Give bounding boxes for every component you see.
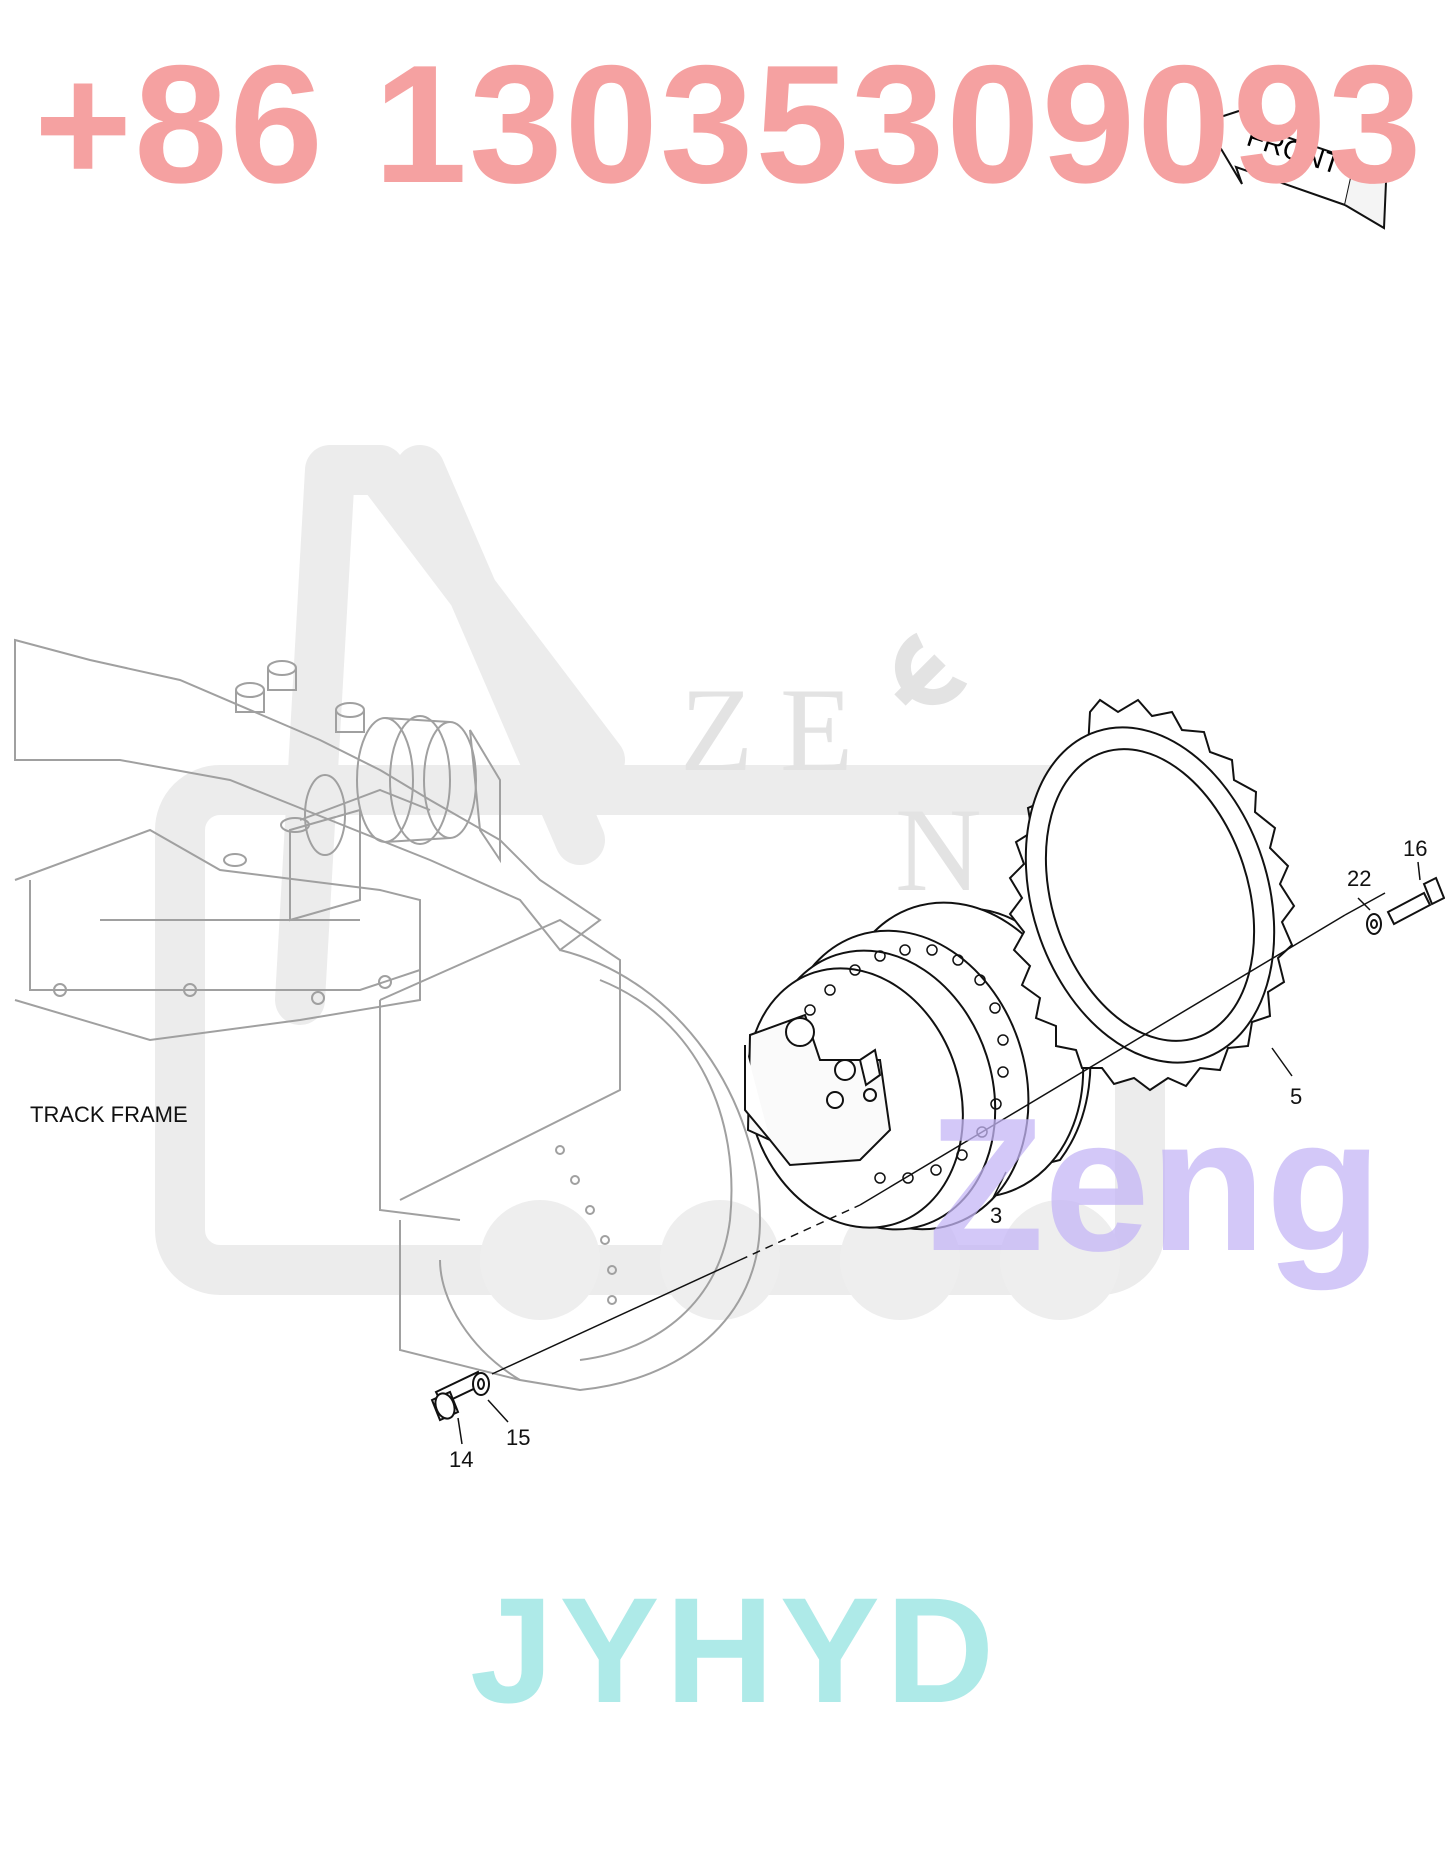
- sprocket: [1008, 698, 1296, 1092]
- bolt-16: [1386, 876, 1445, 926]
- callout-bolt-right: 16: [1403, 836, 1428, 861]
- motor-bolt-ring: [804, 944, 1009, 1184]
- wrench-icon: [894, 632, 968, 706]
- callout-sprocket: 5: [1290, 1084, 1303, 1109]
- callout-travel-motor: 3: [990, 1203, 1003, 1228]
- washer-22: [1366, 913, 1382, 935]
- zeng-watermark: Zeng: [928, 1079, 1382, 1291]
- track-frame: [14, 638, 762, 1392]
- logo-letter-n: N: [895, 783, 982, 916]
- track-frame-label: TRACK FRAME: [30, 1102, 188, 1127]
- callout-washer-left: 15: [506, 1425, 531, 1450]
- callout-washer-right: 22: [1347, 866, 1372, 891]
- callout-bolt-left: 14: [449, 1447, 474, 1472]
- washer-15: [472, 1372, 490, 1396]
- bolt-14: [430, 1370, 486, 1422]
- front-arrow-icon: [1203, 106, 1388, 230]
- logo-letter-e: E: [780, 663, 853, 796]
- logo-letter-z: Z: [680, 663, 753, 796]
- brand-watermark: JYHYD: [470, 1566, 1001, 1734]
- phone-watermark: +86 13035309093: [34, 30, 1424, 218]
- travel-motor: [744, 901, 1092, 1231]
- leader-lines: [457, 861, 1421, 1445]
